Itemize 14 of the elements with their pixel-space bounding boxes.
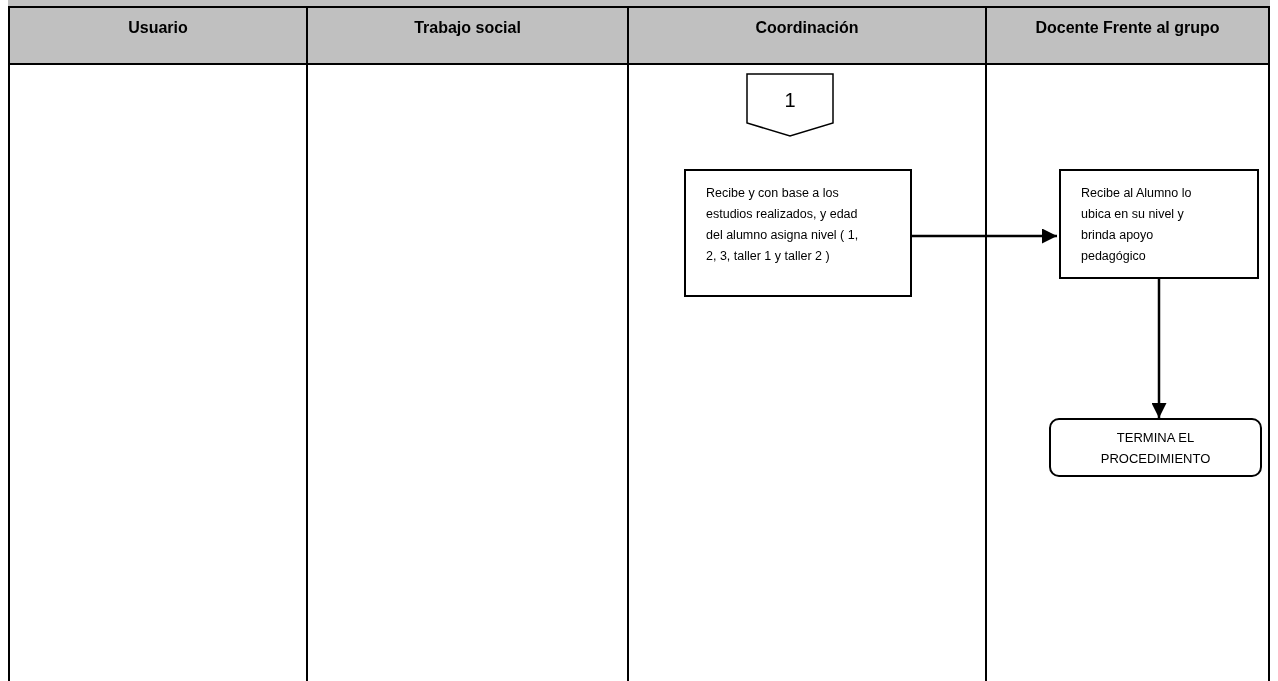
swimlane	[8, 8, 306, 681]
off-page-connector: 1	[746, 73, 834, 137]
swimlane	[627, 8, 985, 681]
arrow	[910, 228, 1057, 244]
swimlane	[985, 8, 1270, 681]
process-box: Recibe y con base a los estudios realizados, y edad del alumno asigna nivel ( 1, 2, 3, taller 1 y taller 2 )	[684, 169, 912, 297]
swimlane	[306, 8, 627, 681]
lane-header: Docente Frente al grupo	[987, 8, 1268, 65]
lane-header: Coordinación	[629, 8, 985, 65]
lane-header: Usuario	[10, 8, 306, 65]
arrow	[1151, 279, 1167, 418]
process-box: Recibe al Alumno lo ubica en su nivel y brinda apoyo pedagógico	[1059, 169, 1259, 279]
lane-header: Trabajo social	[308, 8, 627, 65]
terminator-box: TERMINA EL PROCEDIMIENTO	[1049, 418, 1262, 477]
